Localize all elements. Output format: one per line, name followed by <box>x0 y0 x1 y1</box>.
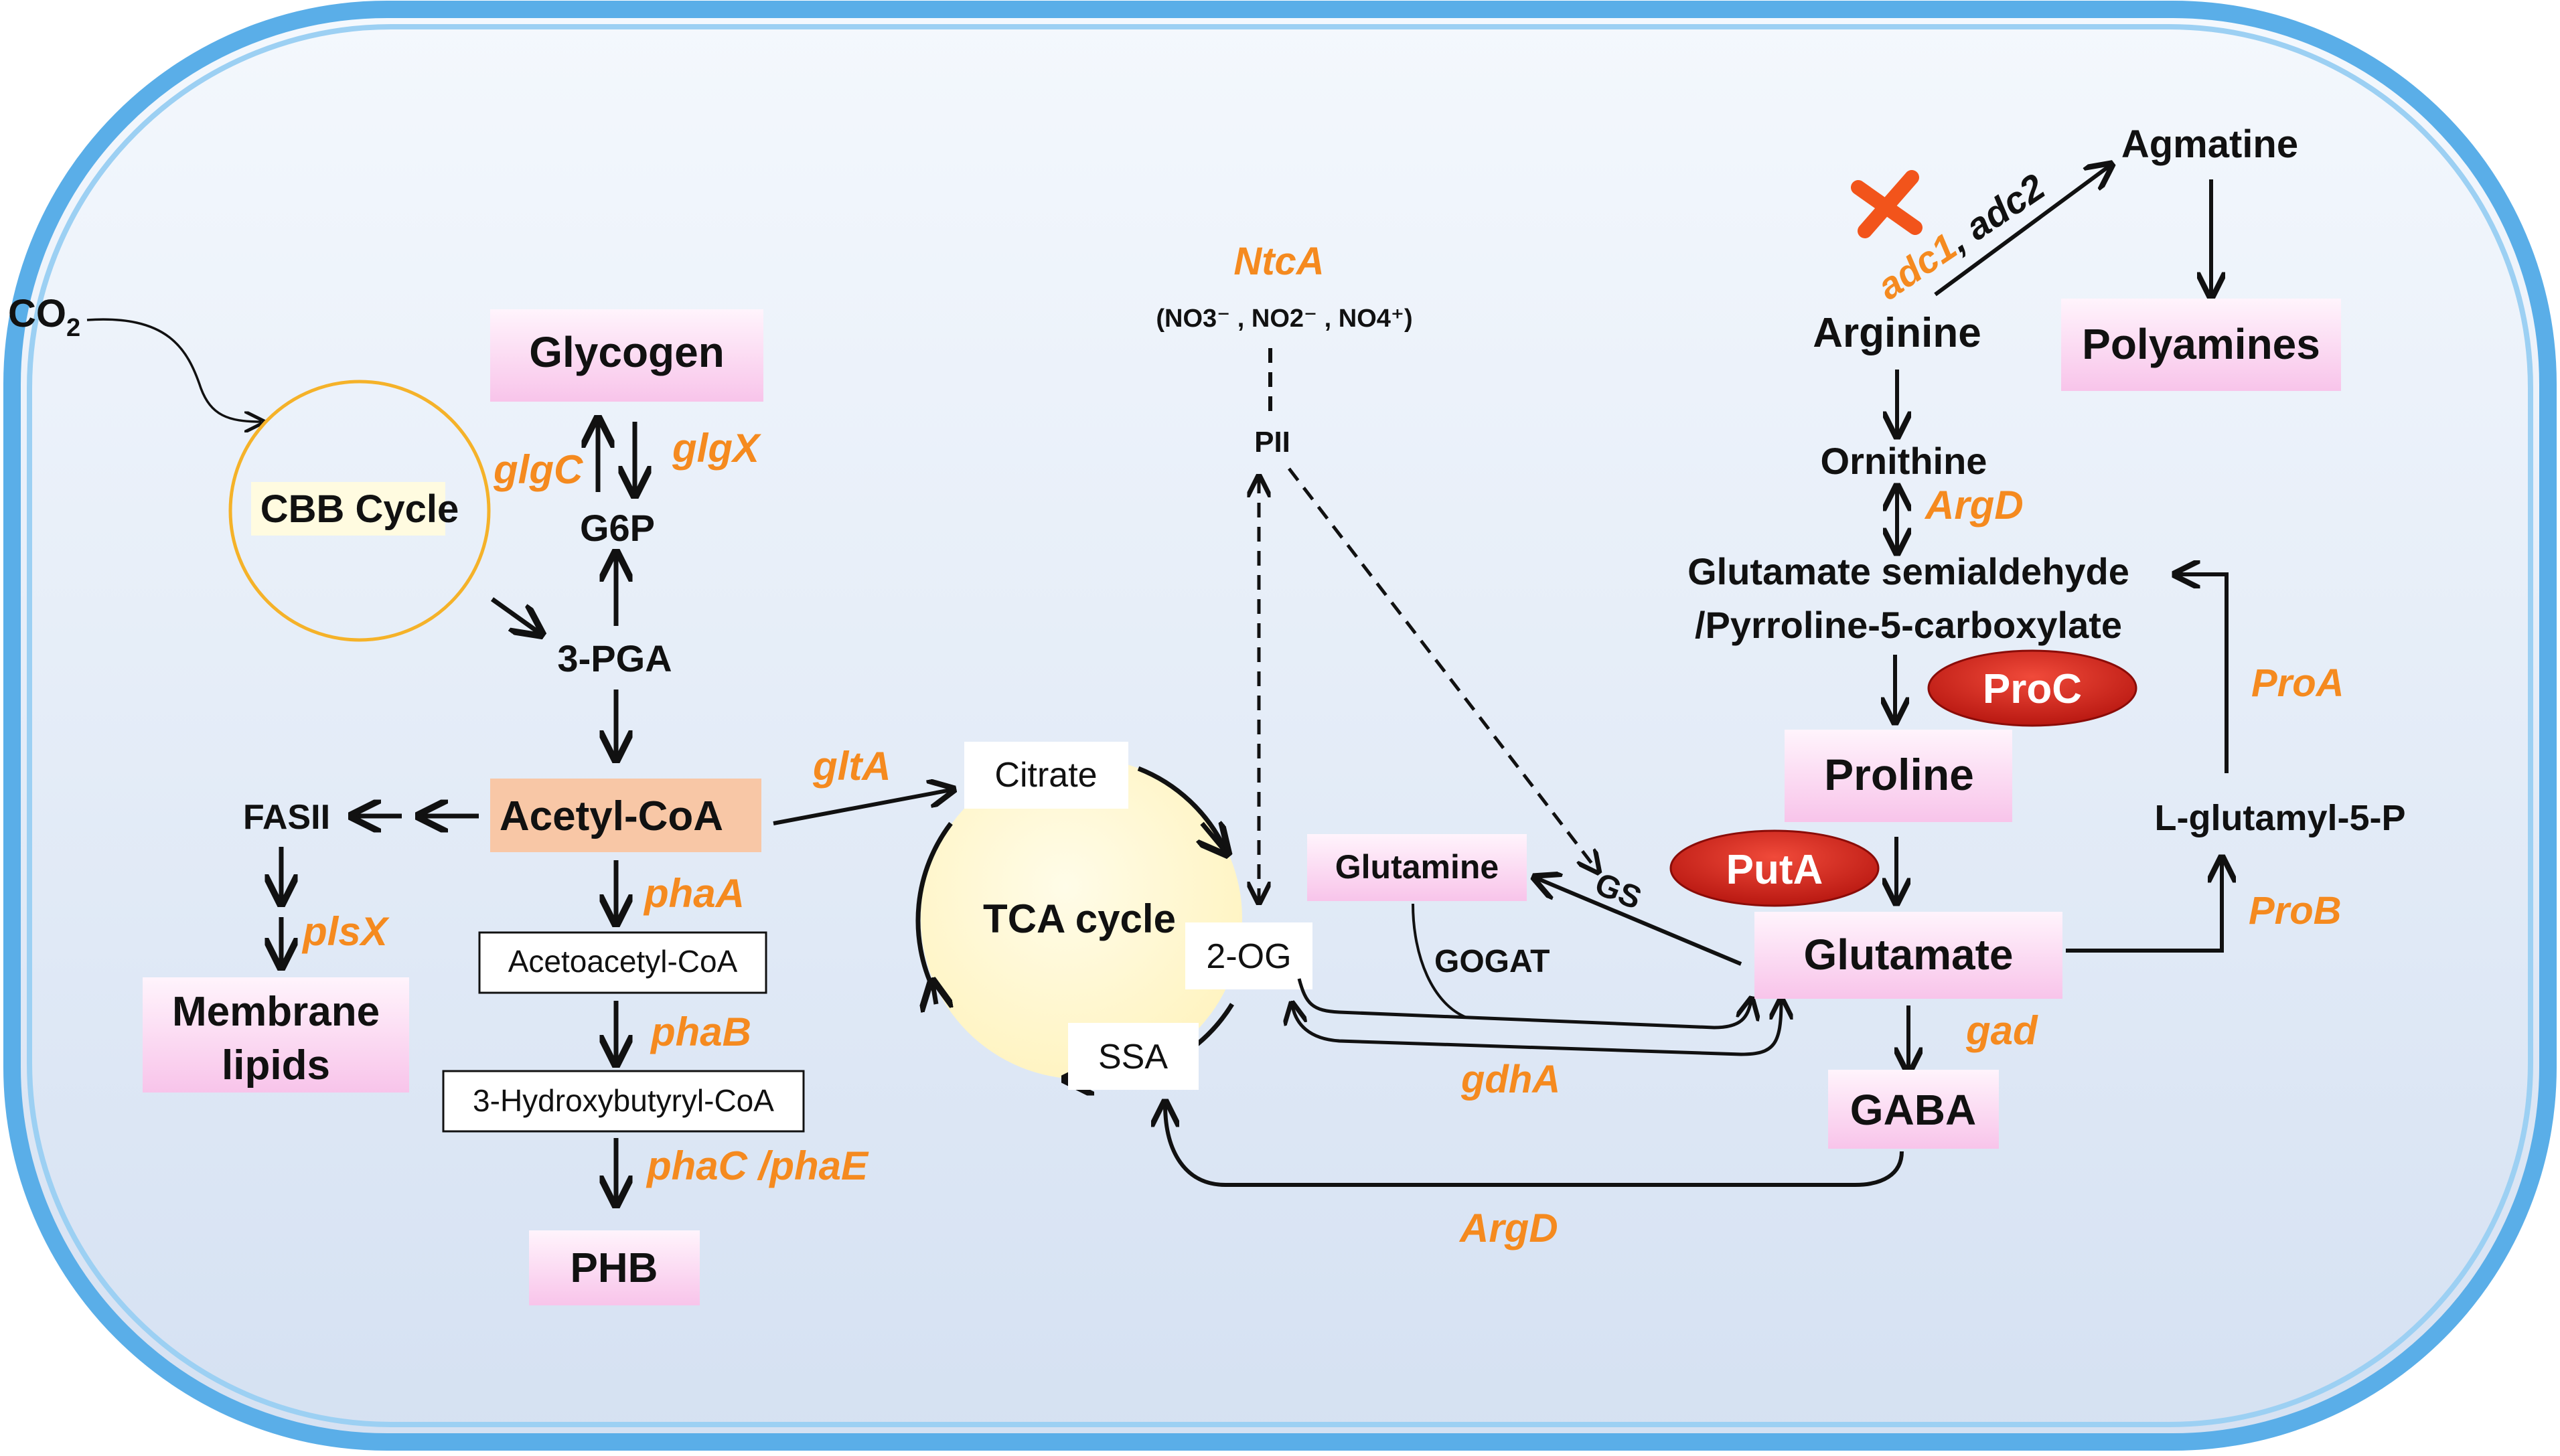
acetoacetyl-coa-box <box>478 931 767 994</box>
pii-label: PII <box>1254 426 1290 459</box>
gdhA-label: gdhA <box>1460 1058 1560 1101</box>
cbb-cycle-bg <box>251 482 445 536</box>
proB-label: ProB <box>2249 889 2342 933</box>
agmatine-label: Agmatine <box>2121 123 2298 166</box>
ssa-box <box>1068 1023 1199 1090</box>
proline-label: Proline <box>1824 750 1974 799</box>
hydroxybutyryl-coa-box <box>442 1070 805 1133</box>
membrane-lipids-box <box>143 977 409 1093</box>
citrate-label: Citrate <box>994 756 1097 795</box>
fasii-label: FASII <box>243 798 330 837</box>
co2-label: CO2 <box>8 292 80 342</box>
tca-cycle-label: TCA cycle <box>983 896 1176 941</box>
glutamyl5p-to-gsa-arrow <box>2178 574 2229 773</box>
argD-bottom-label: ArgD <box>1458 1206 1558 1250</box>
glutamyl-5p-label: L-glutamyl-5-P <box>2154 798 2405 838</box>
proline-box <box>1785 730 2012 822</box>
gaba-box <box>1828 1070 1999 1149</box>
citrate-box <box>964 742 1128 809</box>
ornithine-label: Ornithine <box>1821 440 1987 482</box>
acetoacetyl-coa-label: Acetoacetyl-CoA <box>508 944 738 979</box>
glutamine-box <box>1307 834 1527 901</box>
membrane-lipids-label-2: lipids <box>222 1042 330 1088</box>
puta-enzyme <box>1669 829 1880 907</box>
gaba-to-ssa-arrow <box>1165 1105 1904 1187</box>
ssa-label: SSA <box>1098 1038 1168 1076</box>
cell-membrane-inner <box>27 24 2533 1427</box>
acetyl-coa-box <box>490 779 761 852</box>
cbb-cycle-label: CBB Cycle <box>260 487 459 531</box>
glycogen-label: Glycogen <box>529 328 725 376</box>
gsa-label-line2: /Pyrroline-5-carboxylate <box>1695 604 2122 646</box>
nitrogen-sources-label: (NO3⁻ , NO2⁻ , NO4⁺) <box>1156 305 1412 333</box>
co2-arrow <box>86 318 261 422</box>
pga-label: 3-PGA <box>557 637 672 679</box>
proc-enzyme-label: ProC <box>1983 666 2082 712</box>
glutamine-label: Glutamine <box>1335 848 1499 886</box>
acetylcoa-to-citrate-arrow <box>773 790 951 825</box>
phaA-label: phaA <box>643 871 745 916</box>
glgX-label: glgX <box>672 426 762 471</box>
gaba-label: GABA <box>1850 1086 1976 1134</box>
hydroxybutyryl-coa-label: 3-Hydroxybutyryl-CoA <box>473 1083 774 1118</box>
inhibition-x-icon <box>1851 170 1923 238</box>
cell-membrane <box>3 1 2557 1451</box>
gogat-label: GOGAT <box>1434 944 1550 979</box>
acetyl-coa-label: Acetyl-CoA <box>500 793 723 839</box>
two-og-label: 2-OG <box>1206 937 1291 976</box>
g6p-label: G6P <box>580 507 655 549</box>
tca-cycle-fill <box>921 758 1242 1079</box>
arginine-to-agmatine-arrow <box>1934 166 2109 297</box>
glgC-label: glgC <box>493 447 584 492</box>
phaC-phaE-label: phaC /phaE <box>646 1143 869 1188</box>
gltA-label: gltA <box>812 744 891 789</box>
polyamines-label: Polyamines <box>2082 320 2320 368</box>
glutamate-to-glutamyl5p-arrow <box>2066 860 2222 953</box>
cbb-cycle-ring <box>228 380 491 642</box>
proc-enzyme <box>1927 649 2137 727</box>
glutamate-box <box>1754 912 2062 999</box>
glutamate-to-2og-gdhA-arrow <box>1292 1001 1781 1056</box>
tca-arrow-back <box>933 984 936 1004</box>
glycogen-box <box>490 309 763 402</box>
membrane-lipids-label-1: Membrane <box>172 989 380 1035</box>
gsa-label-line1: Glutamate semialdehyde <box>1687 550 2129 592</box>
glutamate-label: Glutamate <box>1804 931 2014 979</box>
phaB-label: phaB <box>650 1009 751 1054</box>
phb-label: PHB <box>571 1245 658 1291</box>
ntcA-label: NtcA <box>1233 240 1324 283</box>
gad-label: gad <box>1965 1008 2038 1053</box>
puta-enzyme-label: PutA <box>1726 847 1823 893</box>
plsX-label: plsX <box>301 909 390 954</box>
proA-label: ProA <box>2251 661 2344 705</box>
polyamines-box <box>2061 299 2341 391</box>
pii-to-gs-dashed-arrow <box>1288 467 1597 870</box>
glutamate-to-glutamine-arrow <box>1537 878 1742 966</box>
two-og-box <box>1185 922 1312 989</box>
argD-top-label: ArgD <box>1924 483 2024 528</box>
arginine-label: Arginine <box>1813 310 1981 356</box>
tca-arrow-citrate-2og <box>1202 823 1225 852</box>
cbb-to-pga-arrow <box>490 597 539 633</box>
phb-box <box>529 1230 700 1305</box>
